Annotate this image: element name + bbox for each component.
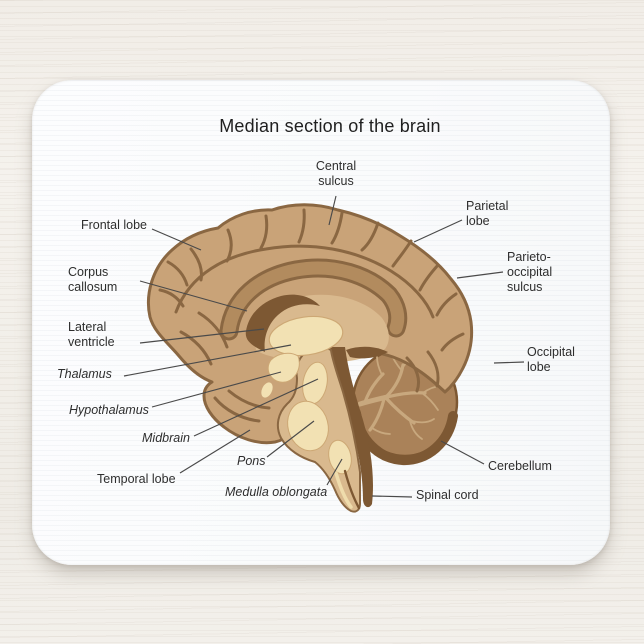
label-line: Spinal cord	[416, 488, 479, 502]
arbor-twig	[421, 392, 439, 411]
diagram-title: Median section of the brain	[219, 116, 441, 136]
label-line: callosum	[68, 280, 118, 294]
label-line: Central	[315, 159, 357, 173]
tentorium-dark-wedge	[346, 346, 388, 359]
label-line: lobe	[466, 214, 490, 228]
label-medulla-oblongata: Medulla oblongata	[225, 485, 327, 500]
gyrus-line	[360, 221, 380, 252]
label-spinal-cord: Spinal cord	[416, 488, 479, 503]
label-line: Corpus	[68, 265, 109, 279]
leader-medulla-oblongata	[326, 458, 343, 486]
leader-lateral-ventricle	[139, 328, 265, 344]
arbor-twig	[371, 427, 391, 435]
pituitary-shape	[261, 382, 273, 398]
gyrus-line	[225, 228, 233, 263]
gyrus-line	[227, 389, 271, 410]
label-line: Frontal lobe	[80, 218, 147, 232]
ventricle-dark-region	[245, 294, 320, 352]
leader-spinal-cord	[371, 495, 413, 498]
label-frontal-lobe: Frontal lobe	[55, 218, 147, 233]
gyrus-line	[166, 260, 189, 287]
label-line: sulcus	[507, 280, 543, 294]
gyri-lines	[158, 208, 465, 423]
hypothalamus-shape	[267, 352, 300, 383]
label-line: Parieto-	[507, 250, 551, 264]
label-thalamus: Thalamus	[57, 367, 112, 382]
label-line: lobe	[527, 360, 551, 374]
corpus-callosum-fill	[222, 261, 405, 338]
leader-midbrain	[193, 378, 319, 437]
label-corpus-callosum: Corpus callosum	[68, 265, 117, 295]
label-line: Thalamus	[57, 367, 112, 381]
gyrus-line	[297, 208, 306, 244]
label-line: Cerebellum	[488, 459, 552, 473]
label-line: Parietal	[466, 199, 509, 213]
gyrus-line	[330, 211, 344, 245]
leader-occipital-lobe	[493, 361, 525, 364]
gyrus-line	[405, 356, 421, 393]
leader-temporal-lobe	[179, 429, 251, 474]
label-lateral-ventricle: Lateral ventricle	[68, 320, 115, 350]
medulla-shape	[328, 439, 352, 475]
gyrus-line	[426, 350, 440, 388]
arbor-limb	[363, 372, 385, 404]
label-central-sulcus: Central sulcus	[301, 159, 371, 189]
gyrus-line	[158, 288, 185, 308]
leader-central-sulcus	[328, 195, 337, 226]
label-line: Occipital	[527, 345, 575, 359]
spinal-cord-lines	[334, 469, 361, 510]
label-temporal-lobe: Temporal lobe	[97, 472, 176, 487]
label-midbrain: Midbrain	[142, 431, 190, 446]
label-line: Temporal lobe	[97, 472, 176, 486]
label-occipital-lobe: Occipital lobe	[527, 345, 575, 375]
arbor-limb	[384, 363, 405, 399]
leader-corpus-callosum	[139, 280, 248, 312]
spinal-cord-midline	[343, 469, 361, 510]
leader-cerebellum	[440, 440, 485, 465]
label-parietal-lobe: Parietal lobe	[466, 199, 508, 229]
gyrus-line	[197, 311, 229, 349]
leader-lines	[123, 195, 525, 498]
label-line: Medulla oblongata	[225, 485, 328, 499]
leader-hypothalamus	[151, 371, 282, 408]
label-pons: Pons	[237, 454, 266, 469]
label-hypothalamus: Hypothalamus	[69, 403, 149, 418]
label-line: Hypothalamus	[69, 403, 149, 417]
spinal-cord-highlight	[334, 471, 353, 509]
leader-parieto-occipital-sulcus	[456, 271, 504, 279]
label-line: Midbrain	[142, 431, 190, 445]
leader-frontal-lobe	[151, 228, 202, 251]
label-line: sulcus	[318, 174, 354, 188]
arbor-twig	[411, 418, 435, 424]
label-line: ventricle	[68, 335, 115, 349]
leader-pons	[266, 420, 315, 458]
corpus-callosum-band	[219, 258, 408, 341]
leader-parietal-lobe	[413, 219, 463, 243]
gyrus-line	[174, 244, 435, 319]
gyrus-line	[213, 396, 261, 423]
label-line: Lateral	[68, 320, 107, 334]
label-line: occipital	[507, 265, 553, 279]
gyrus-line	[189, 247, 203, 282]
gyrus-line	[440, 332, 465, 352]
arbor-twig	[409, 420, 423, 440]
arbor-twig	[376, 356, 383, 376]
label-cerebellum: Cerebellum	[488, 459, 552, 474]
gyrus-line	[435, 292, 458, 317]
gyrus-line	[391, 239, 413, 268]
gyrus-line	[418, 263, 440, 292]
label-parieto-occipital-sulcus: Parieto- occipital sulcus	[507, 250, 552, 295]
gyrus-line	[259, 214, 269, 250]
label-line: Pons	[237, 454, 266, 468]
leader-thalamus	[123, 344, 292, 377]
